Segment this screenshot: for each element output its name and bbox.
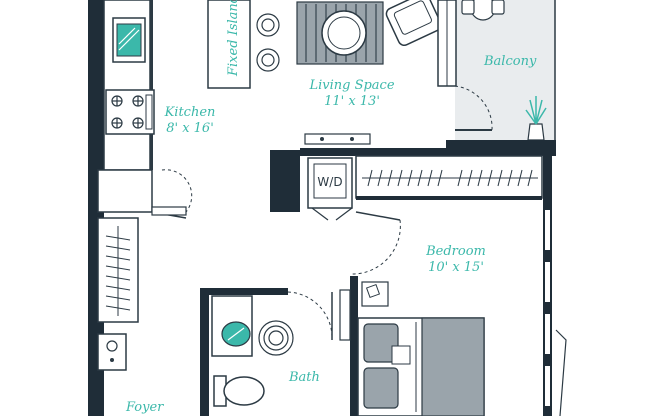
bedroom-name: Bedroom [426, 244, 486, 259]
bedroom-closet [355, 155, 543, 199]
toilet [213, 375, 265, 407]
bath-label: Bath [289, 370, 320, 385]
mid-wall [300, 148, 556, 156]
bed [357, 317, 485, 416]
bedroom-closet-hangers [362, 169, 538, 187]
washer-dryer-label: W/D [317, 175, 343, 189]
bath-left-wall [200, 288, 209, 416]
bath-floor-drain [258, 320, 294, 356]
kitchen-label: Kitchen 8' x 16' [160, 105, 220, 137]
armchair [385, 0, 442, 47]
bedroom-label: Bedroom 10' x 15' [420, 244, 492, 276]
kitchen-counter-edge [150, 0, 153, 170]
bar-stools [256, 13, 280, 72]
stove-burners [111, 95, 144, 129]
island-label: Fixed Island [226, 0, 241, 76]
foyer-label: Foyer [126, 400, 164, 415]
balcony-label: Balcony [484, 54, 537, 69]
fixed-island [207, 0, 251, 89]
bath-top-wall [200, 288, 288, 295]
media-console [304, 133, 371, 145]
living-room-name: Living Space [309, 78, 395, 93]
living-room-label: Living Space 11' x 13' [306, 78, 398, 110]
kitchen-name: Kitchen [164, 105, 216, 120]
refrigerator [97, 169, 153, 213]
living-bedroom-wall [270, 150, 300, 212]
living-room-size: 11' x 13' [324, 94, 380, 109]
foyer-unit [97, 333, 127, 371]
bedroom-size: 10' x 15' [428, 260, 484, 275]
kitchen-size: 8' x 16' [166, 121, 214, 136]
balcony-table-set [461, 0, 505, 21]
bath-bedroom-wall [350, 276, 358, 416]
coffee-table [321, 10, 367, 56]
closet-hangers [105, 226, 131, 316]
nightstand [361, 281, 389, 307]
